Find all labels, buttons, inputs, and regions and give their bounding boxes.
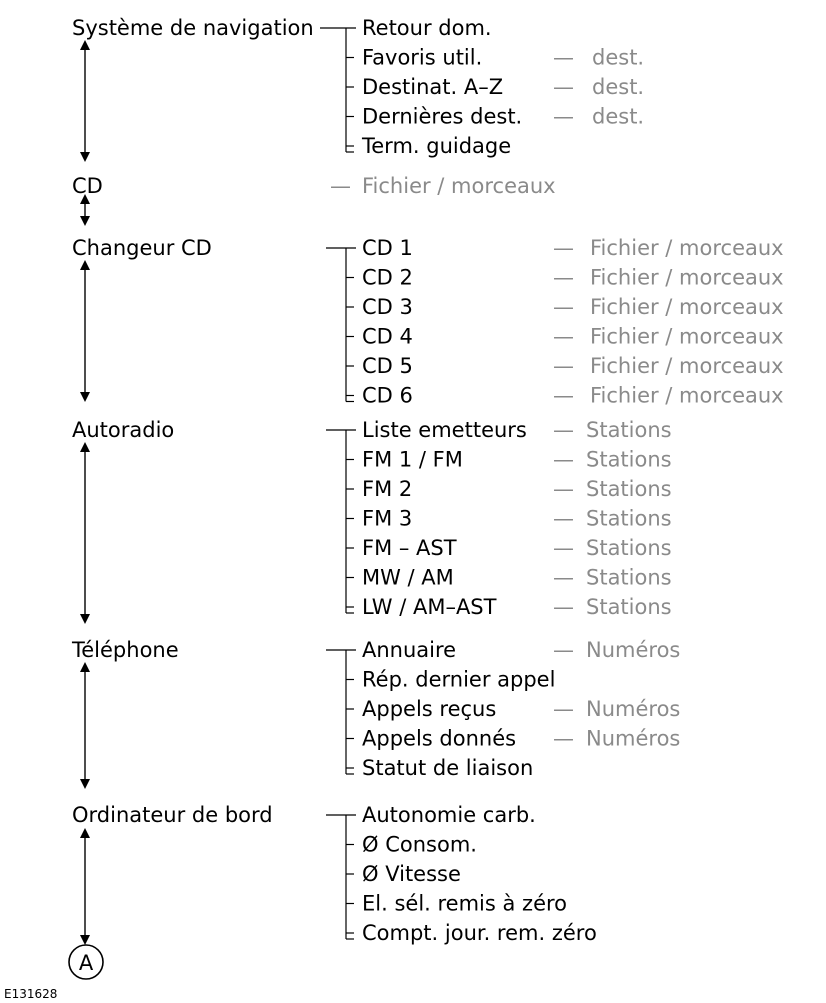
section-telephone-item-annuaire-leaf: Numéros xyxy=(586,638,680,662)
section-telephone-item-appels-donnes-label: Appels donnés xyxy=(362,727,516,751)
section-autoradio-item-fm-ast-label: FM – AST xyxy=(362,536,457,560)
section-systeme-de-navigation-item-dernieres-dest-leaf: dest. xyxy=(592,105,644,129)
section-changeur-cd-item-cd-6-leaf: Fichier / morceaux xyxy=(590,384,784,408)
section-autoradio-item-fm-3-leaf: Stations xyxy=(586,507,672,531)
section-systeme-de-navigation-item-destinat-a-z-label: Destinat. A–Z xyxy=(362,75,503,99)
section-autoradio-item-lw-am-ast-dash: — xyxy=(553,595,574,619)
section-autoradio-item-liste-emetteurs-leaf: Stations xyxy=(586,418,672,442)
section-systeme-de-navigation-item-term-guidage-label: Term. guidage xyxy=(361,134,511,158)
section-systeme-de-navigation-item-retour-dom-label: Retour dom. xyxy=(362,16,492,40)
section-changeur-cd-item-cd-1-dash: — xyxy=(553,236,574,260)
section-telephone-item-statut-de-liaison-label: Statut de liaison xyxy=(362,756,533,780)
section-autoradio-item-fm-1-fm-leaf: Stations xyxy=(586,448,672,472)
connector-a-label: A xyxy=(79,951,94,975)
section-systeme-de-navigation-label: Système de navigation xyxy=(72,16,314,40)
section-telephone-item-appels-recus-dash: — xyxy=(553,697,574,721)
section-ordinateur-de-bord-item-compt-jour-rem-zero-label: Compt. jour. rem. zéro xyxy=(362,921,597,945)
section-changeur-cd-item-cd-2-leaf: Fichier / morceaux xyxy=(590,266,784,290)
section-changeur-cd-item-cd-3-label: CD 3 xyxy=(362,295,413,319)
section-telephone-item-appels-recus-leaf: Numéros xyxy=(586,697,680,721)
section-telephone-item-annuaire-dash: — xyxy=(553,638,574,662)
section-changeur-cd-item-cd-4-leaf: Fichier / morceaux xyxy=(590,325,784,349)
section-autoradio-item-lw-am-ast-leaf: Stations xyxy=(586,595,672,619)
section-telephone-item-appels-recus-label: Appels reçus xyxy=(362,697,496,721)
section-autoradio-item-fm-2-label: FM 2 xyxy=(362,477,412,501)
section-autoradio-item-mw-am-label: MW / AM xyxy=(362,566,454,590)
section-autoradio-item-fm-2-leaf: Stations xyxy=(586,477,672,501)
section-changeur-cd-item-cd-5-leaf: Fichier / morceaux xyxy=(590,354,784,378)
section-autoradio-item-fm-ast-dash: — xyxy=(553,536,574,560)
section-systeme-de-navigation-item-dernieres-dest-label: Dernières dest. xyxy=(362,105,522,129)
section-autoradio-item-lw-am-ast-label: LW / AM–AST xyxy=(362,595,497,619)
section-cd-leaf: Fichier / morceaux xyxy=(362,174,556,198)
section-autoradio-item-fm-1-fm-dash: — xyxy=(553,448,574,472)
nav-arrow-1-up-head xyxy=(80,40,90,50)
section-cd-dash: — xyxy=(330,174,351,198)
section-changeur-cd-item-cd-6-label: CD 6 xyxy=(362,384,413,408)
section-systeme-de-navigation-item-dernieres-dest-dash: — xyxy=(553,105,574,129)
nav-arrow-2-down-head xyxy=(80,216,90,226)
section-systeme-de-navigation-item-favoris-util-leaf: dest. xyxy=(592,46,644,70)
section-autoradio-item-fm-3-label: FM 3 xyxy=(362,507,412,531)
nav-arrow-6-down-head xyxy=(80,935,90,945)
section-changeur-cd-item-cd-4-dash: — xyxy=(553,325,574,349)
section-ordinateur-de-bord-label: Ordinateur de bord xyxy=(72,803,273,827)
section-changeur-cd-item-cd-3-dash: — xyxy=(553,295,574,319)
nav-arrow-6-up-head xyxy=(80,828,90,838)
nav-arrow-4-down-head xyxy=(80,614,90,624)
section-autoradio-item-fm-ast-leaf: Stations xyxy=(586,536,672,560)
section-telephone-item-annuaire-label: Annuaire xyxy=(362,638,456,662)
section-autoradio-item-fm-1-fm-label: FM 1 / FM xyxy=(362,448,463,472)
section-systeme-de-navigation-item-destinat-a-z-dash: — xyxy=(553,75,574,99)
nav-arrow-4-up-head xyxy=(80,442,90,452)
section-autoradio-item-fm-2-dash: — xyxy=(553,477,574,501)
section-ordinateur-de-bord-item-consom-label: Ø Consom. xyxy=(362,833,477,857)
section-changeur-cd-item-cd-5-label: CD 5 xyxy=(362,354,413,378)
section-systeme-de-navigation-item-favoris-util-label: Favoris util. xyxy=(362,46,482,70)
nav-arrow-5-down-head xyxy=(80,779,90,789)
section-changeur-cd-item-cd-5-dash: — xyxy=(553,354,574,378)
section-systeme-de-navigation-item-destinat-a-z-leaf: dest. xyxy=(592,75,644,99)
section-telephone-item-appels-donnes-dash: — xyxy=(553,727,574,751)
nav-arrow-3-up-head xyxy=(80,260,90,270)
section-changeur-cd-item-cd-1-label: CD 1 xyxy=(362,236,413,260)
section-changeur-cd-item-cd-4-label: CD 4 xyxy=(362,325,413,349)
nav-arrow-1-down-head xyxy=(80,152,90,162)
section-autoradio-item-fm-3-dash: — xyxy=(553,507,574,531)
section-cd-label: CD xyxy=(72,174,103,198)
connector-a-circle xyxy=(68,944,104,980)
section-telephone-item-appels-donnes-leaf: Numéros xyxy=(586,727,680,751)
figure-code: E131628 xyxy=(4,987,57,1001)
section-changeur-cd-label: Changeur CD xyxy=(72,236,212,260)
nav-arrow-2-up-head xyxy=(80,194,90,204)
section-telephone-item-rep-dernier-appel-label: Rép. dernier appel xyxy=(362,668,555,692)
section-autoradio-item-mw-am-leaf: Stations xyxy=(586,566,672,590)
section-systeme-de-navigation-item-favoris-util-dash: — xyxy=(553,46,574,70)
section-autoradio-item-liste-emetteurs-label: Liste emetteurs xyxy=(362,418,527,442)
section-ordinateur-de-bord-item-el-sel-remis-a-zero-label: El. sél. remis à zéro xyxy=(362,892,567,916)
section-autoradio-label: Autoradio xyxy=(72,418,174,442)
nav-arrow-5-up-head xyxy=(80,662,90,672)
section-ordinateur-de-bord-item-autonomie-carb-label: Autonomie carb. xyxy=(362,803,536,827)
section-autoradio-item-mw-am-dash: — xyxy=(553,566,574,590)
section-autoradio-item-liste-emetteurs-dash: — xyxy=(553,418,574,442)
section-changeur-cd-item-cd-1-leaf: Fichier / morceaux xyxy=(590,236,784,260)
section-changeur-cd-item-cd-6-dash: — xyxy=(553,384,574,408)
section-changeur-cd-item-cd-2-dash: — xyxy=(553,266,574,290)
section-changeur-cd-item-cd-3-leaf: Fichier / morceaux xyxy=(590,295,784,319)
section-ordinateur-de-bord-item-vitesse-label: Ø Vitesse xyxy=(362,862,461,886)
section-telephone-label: Téléphone xyxy=(71,638,179,662)
nav-arrow-3-down-head xyxy=(80,392,90,402)
section-changeur-cd-item-cd-2-label: CD 2 xyxy=(362,266,413,290)
